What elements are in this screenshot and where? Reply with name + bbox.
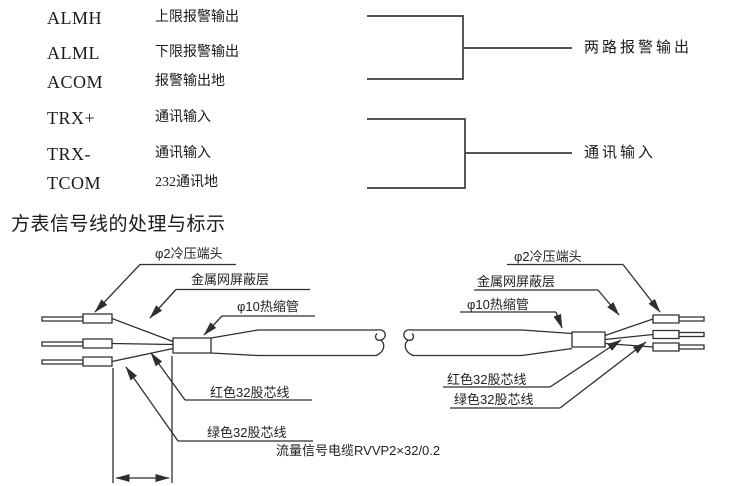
terminal-desc: 通讯输入 xyxy=(155,146,211,161)
left-crimp-terminal-3 xyxy=(83,357,112,366)
terminal-name: TCOM xyxy=(47,173,102,193)
right-heat-shrink-tube xyxy=(572,332,605,347)
terminal-desc: 下限报警输出 xyxy=(155,45,239,60)
bracket-comm-group xyxy=(367,119,572,188)
right-crimp-terminal-1 xyxy=(653,315,679,323)
terminal-desc: 通讯输入 xyxy=(155,110,211,125)
terminal-name: ALMH xyxy=(47,8,102,28)
terminal-desc: 232通讯地 xyxy=(155,175,218,190)
section-title: 方表信号线的处理与标示 xyxy=(11,214,226,235)
right-cable-drawing xyxy=(404,315,704,356)
right-callout-leaders xyxy=(443,265,660,409)
terminal-desc: 报警输出地 xyxy=(155,74,225,89)
left-cable-break-squiggle xyxy=(376,330,386,341)
left-crimp-terminal-1 xyxy=(83,314,112,323)
label-shield-right: 金属网屏蔽层 xyxy=(477,274,556,289)
dimension-marker xyxy=(113,356,172,483)
label-green-core-left: 绿色32股芯线 xyxy=(207,425,287,440)
left-crimp-terminal-2 xyxy=(83,339,112,348)
label-crimp-terminal-right: φ2冷压端头 xyxy=(514,249,582,264)
terminal-name: TRX+ xyxy=(47,108,96,128)
label-green-core-right: 绿色32股芯线 xyxy=(454,392,534,407)
label-red-core-left: 红色32股芯线 xyxy=(210,385,290,400)
terminal-name: TRX- xyxy=(47,144,91,164)
label-heat-shrink-right: φ10热缩管 xyxy=(467,297,529,312)
label-red-core-right: 红色32股芯线 xyxy=(447,372,527,387)
right-cable-break-squiggle xyxy=(404,330,414,341)
right-crimp-terminal-2 xyxy=(653,331,679,339)
label-shield-left: 金属网屏蔽层 xyxy=(191,272,270,287)
group-label-alarm-output: 两路报警输出 xyxy=(584,40,693,56)
label-heat-shrink-left: φ10热缩管 xyxy=(237,299,299,314)
left-cable-drawing xyxy=(42,314,385,366)
left-heat-shrink-tube xyxy=(173,338,211,353)
bracket-alarm-group xyxy=(367,16,572,79)
terminal-name: ALML xyxy=(47,43,100,63)
label-crimp-terminal-left: φ2冷压端头 xyxy=(155,246,223,261)
right-crimp-terminal-3 xyxy=(653,343,679,351)
cable-spec-text: 流量信号电缆RVVP2×32/0.2 xyxy=(276,443,441,458)
terminal-name: ACOM xyxy=(47,72,104,92)
left-callout-leaders xyxy=(94,265,315,442)
group-label-comm-input: 通讯输入 xyxy=(584,145,657,161)
terminal-desc: 上限报警输出 xyxy=(155,10,239,25)
